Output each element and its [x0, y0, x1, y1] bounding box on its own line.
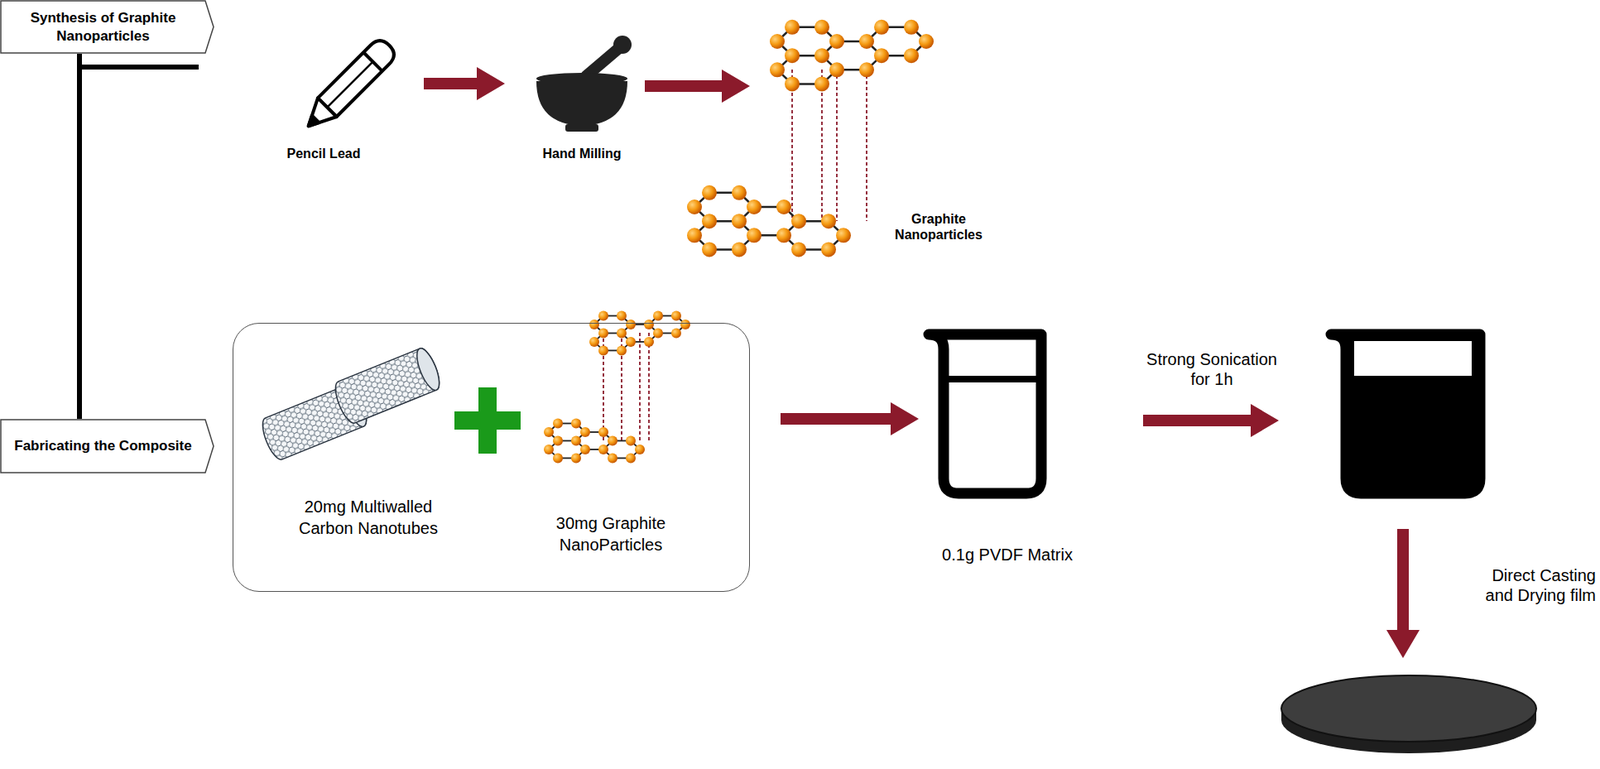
- filled-beaker: [1330, 334, 1480, 494]
- graphite-lattice: [543, 311, 691, 464]
- step-label: Direct Casting and Drying film: [1461, 565, 1596, 606]
- bracket-line: [76, 64, 199, 70]
- step-label: Strong Sonication for 1h: [1137, 349, 1287, 390]
- cast-film: [1281, 675, 1537, 754]
- material-caption: 30mg Graphite NanoParticles: [528, 512, 694, 556]
- section-tag: Fabricating the Composite: [0, 418, 215, 474]
- icon-caption: Hand Milling: [528, 145, 636, 162]
- section-title: Fabricating the Composite: [8, 437, 198, 455]
- process-arrow: [780, 402, 919, 436]
- icon-caption: Pencil Lead: [278, 145, 370, 162]
- plus-sign: [454, 387, 521, 454]
- empty-beaker: [928, 334, 1042, 494]
- section-title: Synthesis of Graphite Nanoparticles: [8, 9, 198, 45]
- section-tag: Synthesis of Graphite Nanoparticles: [0, 0, 215, 54]
- graphite-lattice: [687, 19, 934, 258]
- bracket-connector: [76, 53, 82, 419]
- process-arrow: [423, 67, 505, 101]
- process-arrow: [644, 69, 750, 103]
- tag-outline: [0, 0, 215, 54]
- process-arrow: [1386, 528, 1420, 659]
- icon-caption: Graphite Nanoparticles: [884, 211, 993, 243]
- material-caption: 20mg Multiwalled Carbon Nanotubes: [285, 495, 452, 539]
- process-arrow: [1143, 403, 1279, 438]
- beaker-caption: 0.1g PVDF Matrix: [920, 544, 1095, 565]
- carbon-nanotube: [331, 345, 444, 427]
- mortar-icon: [536, 35, 632, 132]
- pencil-icon: [298, 35, 399, 135]
- materials-box: 20mg Multiwalled Carbon Nanotubes 30mg Gr…: [232, 322, 750, 592]
